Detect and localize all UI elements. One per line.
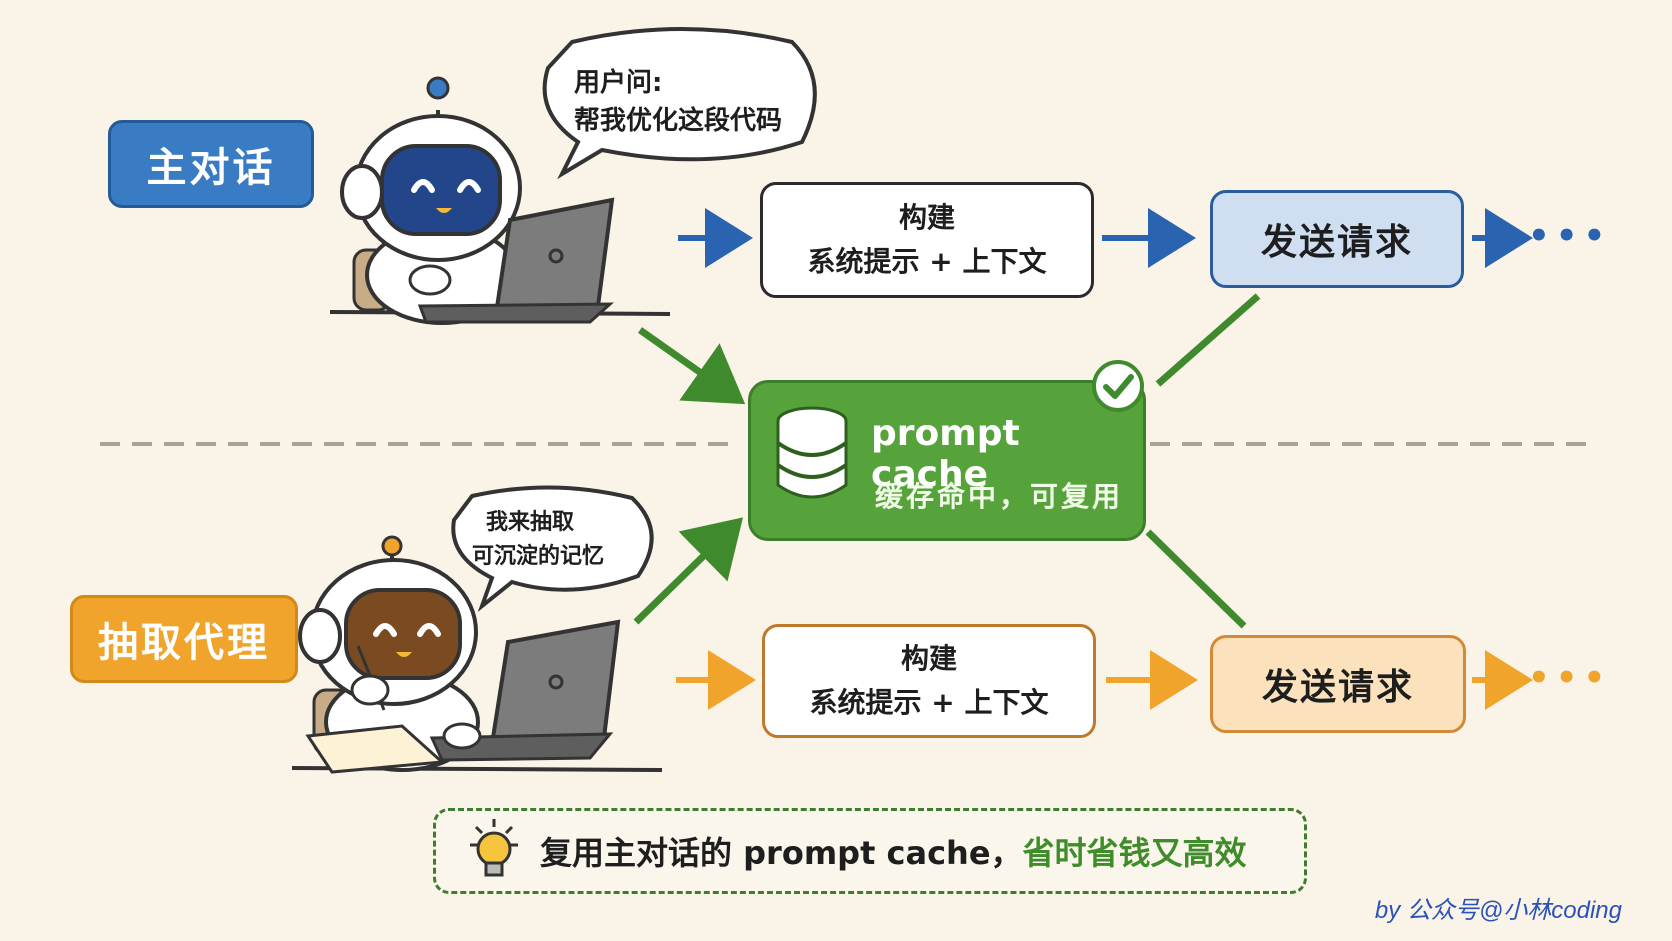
speech-bubble-main (542, 27, 817, 180)
ellipsis-main: ••• (1528, 216, 1612, 256)
bubble-main-line2: 帮我优化这段代码 (574, 106, 783, 136)
tip-text: 复用主对话的 prompt cache，省时省钱又高效 (540, 828, 1247, 874)
line-green-cache-to-send-top (1155, 293, 1261, 387)
build-step-main-line1: 构建 (898, 201, 955, 234)
cache-subtitle: 缓存命中，可复用 (875, 480, 1124, 513)
check-badge-icon (1092, 360, 1144, 412)
lane-label-extract: 抽取代理 (70, 595, 298, 683)
send-request-main: 发送请求 (1210, 190, 1464, 288)
build-step-extract: 构建 系统提示 + 上下文 (762, 624, 1096, 738)
ellipsis-extract: ••• (1528, 658, 1612, 698)
database-icon (776, 406, 848, 499)
cache-title: prompt cache (871, 413, 1020, 495)
build-step-main-line2: 系统提示 + 上下文 (807, 245, 1047, 278)
robot-extract-icon (292, 535, 663, 774)
tip-highlight: 省时省钱又高效 (1022, 834, 1247, 872)
bubble-extract-line1: 我来抽取 (486, 510, 575, 535)
build-step-extract-line2: 系统提示 + 上下文 (809, 686, 1049, 719)
bubble-extract-line2: 可沉淀的记忆 (472, 544, 605, 569)
arrow-green-main-to-cache (637, 327, 746, 405)
robot-main-icon (330, 76, 670, 325)
speech-bubble-extract (451, 485, 654, 612)
line-green-cache-to-send-bottom (1145, 529, 1247, 629)
send-request-extract: 发送请求 (1210, 635, 1466, 733)
credit: by 公众号@小林coding (1374, 897, 1622, 924)
lightbulb-icon (470, 819, 518, 877)
build-step-extract-line1: 构建 (900, 642, 957, 675)
tip-box: 复用主对话的 prompt cache，省时省钱又高效 (433, 808, 1307, 894)
arrow-green-extract-to-cache (633, 517, 744, 625)
bubble-main-line1: 用户问: (574, 68, 663, 98)
build-step-main: 构建 系统提示 + 上下文 (760, 182, 1094, 298)
prompt-cache-box: prompt cache 缓存命中，可复用 (748, 380, 1146, 541)
tip-prefix: 复用主对话的 prompt cache， (540, 834, 1023, 872)
lane-label-main: 主对话 (108, 120, 314, 208)
